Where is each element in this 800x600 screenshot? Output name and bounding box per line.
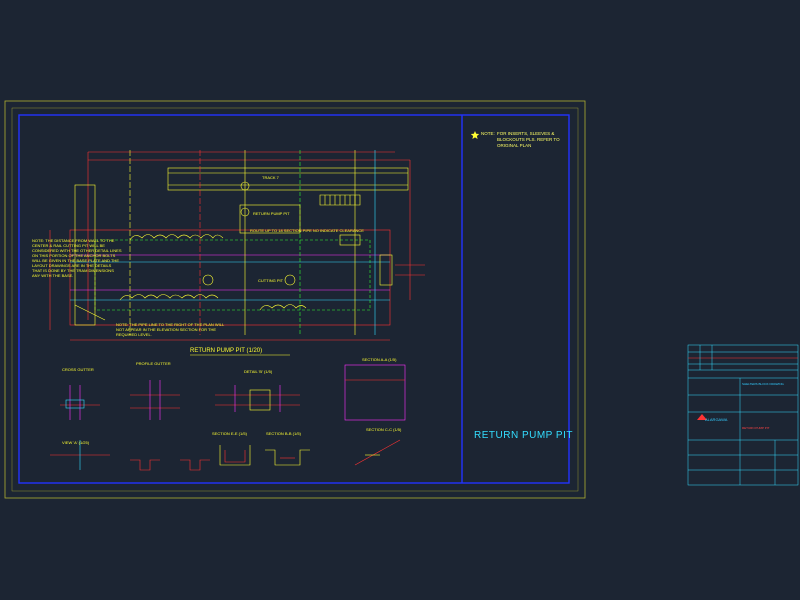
section-bb-label: SECTION B-B (1/5) [266, 431, 301, 436]
plan-title: RETURN PUMP PIT (1/20) [190, 348, 263, 354]
notes-text: FOR INSERTS, SLEEVES & BLOCKOUTS PLS. RE… [497, 131, 560, 148]
section-aa-label: SECTION A-A (1/5) [362, 357, 397, 362]
drawing-frame [18, 114, 570, 484]
detail-b-label: DETAIL 'B' (1/5) [244, 369, 273, 374]
note-star-icon [470, 131, 480, 139]
plan-view [49, 150, 425, 341]
cross-gutter-label: CROSS GUTTER [62, 367, 94, 372]
detail-sketches [50, 364, 406, 471]
title-block-company: ALARGAWA [705, 417, 728, 422]
title-block-project: SHELTERS BLOCK DRAWING [742, 382, 784, 386]
sheet-inner-border [11, 107, 579, 492]
note-right-top: ROUTE UP TO 18 SECTION PIPE NO INDICATE … [250, 228, 364, 233]
section-cc-label: SECTION C-C (1/5) [366, 427, 402, 432]
sheet-title: RETURN PUMP PIT [474, 430, 573, 441]
pit-label: RETURN PUMP PIT [253, 211, 290, 216]
section-ee-label: SECTION E-E (1/5) [212, 431, 247, 436]
note-left: NOTE: THE DISTANCE FROM WALL TO THE CENT… [32, 238, 122, 278]
company-logo-icon [697, 414, 707, 420]
profile-gutter-label: PROFILE GUTTER [136, 361, 171, 366]
title-block [687, 344, 799, 486]
cutting-pit-label: CUTTING PIT [258, 278, 284, 283]
title-block-drawing-name: RETURN PUMP PIT [742, 426, 770, 430]
notes-heading: NOTE: [481, 131, 495, 136]
sheet-border [4, 100, 586, 499]
track-label: TRACK 7 [262, 175, 279, 180]
note-bottom: NOTE: THE PIPE LINE TO THE RIGHT OF THE … [116, 322, 225, 337]
view-a-label: VIEW 'A' (1/25) [62, 440, 90, 445]
